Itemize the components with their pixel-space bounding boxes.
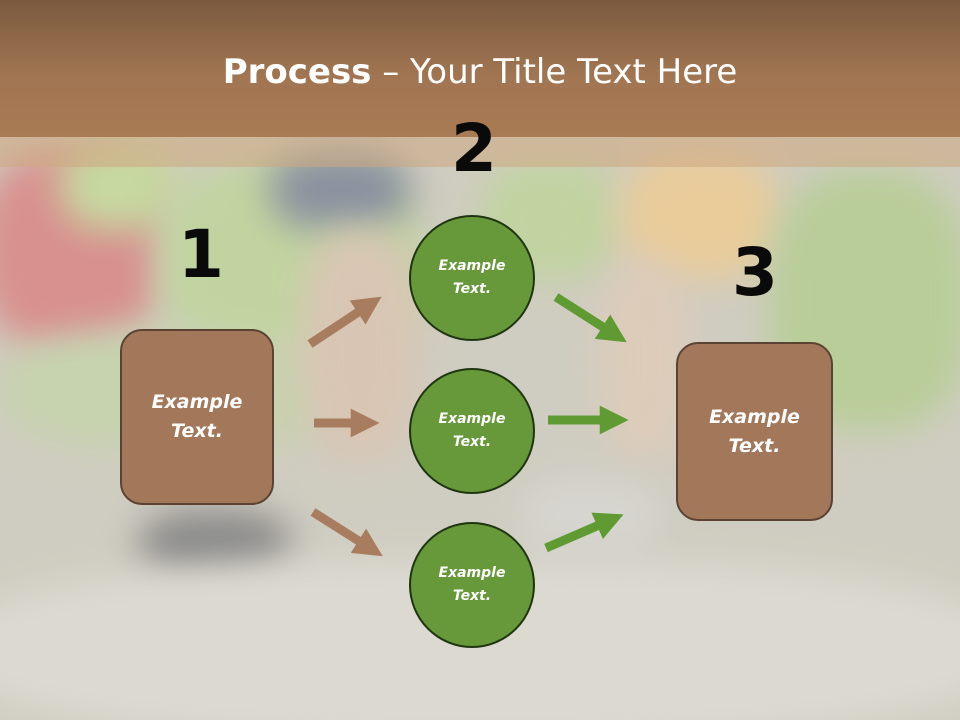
step-3-box: Example Text. — [676, 342, 833, 521]
title-strip — [0, 137, 960, 167]
arrow-circle-bottom-to-box — [544, 512, 624, 553]
title-bold: Process — [222, 52, 372, 92]
slide-title: Process – Your Title Text Here — [0, 52, 960, 92]
step-number-1: 1 — [178, 216, 224, 293]
step-number-2: 2 — [451, 110, 497, 187]
title-band — [0, 0, 960, 137]
circle-bottom-text: Example Text. — [438, 565, 506, 604]
circle-middle-text: Example Text. — [438, 411, 506, 450]
circle-top-text: Example Text. — [438, 258, 506, 297]
arrow-box-to-circle-bottom — [310, 508, 383, 557]
step-2-circle-middle: Example Text. — [409, 368, 535, 494]
arrow-box-to-circle-top — [307, 296, 382, 348]
step-2-circle-bottom: Example Text. — [409, 522, 535, 648]
step-number-3: 3 — [732, 234, 778, 311]
step-1-box: Example Text. — [120, 329, 274, 505]
title-rest: – Your Title Text Here — [371, 52, 738, 92]
step-1-box-text: Example Text. — [151, 391, 243, 442]
arrow-circle-top-to-box — [553, 293, 627, 343]
step-3-box-text: Example Text. — [709, 405, 800, 457]
step-2-circle-top: Example Text. — [409, 215, 535, 341]
